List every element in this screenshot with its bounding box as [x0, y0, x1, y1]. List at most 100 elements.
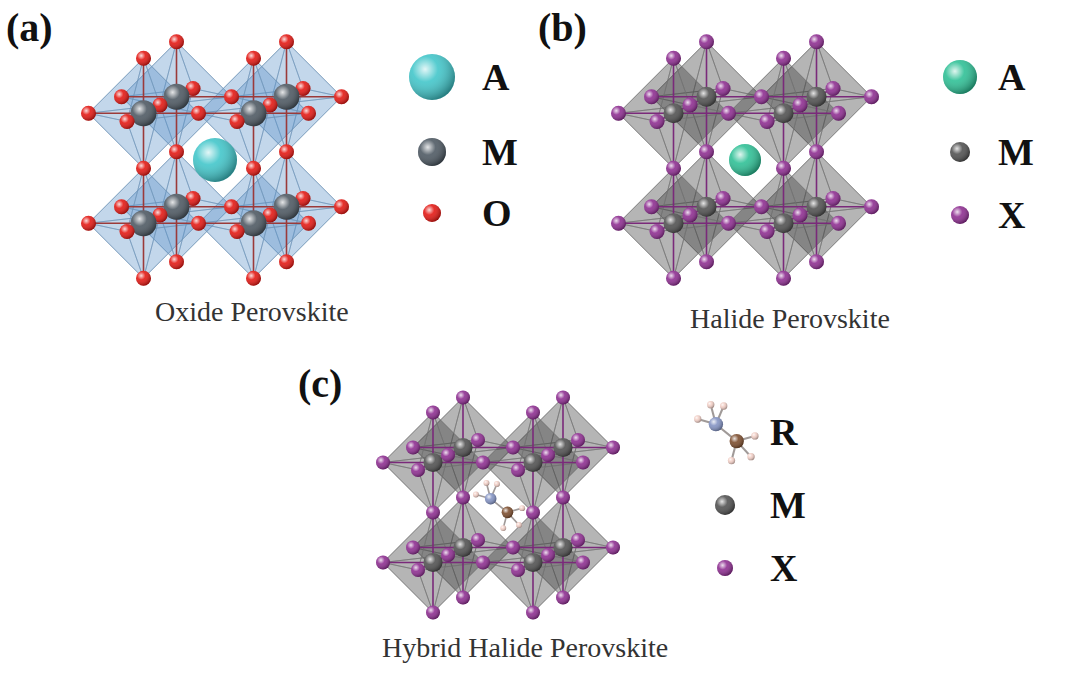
legend-label: M: [770, 486, 806, 524]
legend-swatch: [418, 138, 446, 166]
anion-atom-shine: [169, 254, 184, 269]
metal-atom-shine: [524, 553, 543, 572]
metal-atom-shine: [554, 538, 573, 557]
anion-atom-shine: [644, 89, 659, 104]
legend-swatch: [951, 206, 969, 224]
hydrogen-atom-body: [694, 415, 701, 422]
anion-atom-body: [576, 556, 590, 570]
anion-atom-shine: [426, 606, 440, 620]
anion-atom-body: [191, 106, 206, 121]
anion-atom: [456, 591, 470, 605]
metal-atom-body: [697, 87, 717, 107]
anion-atom-shine: [334, 89, 349, 104]
anion-atom-body: [760, 114, 775, 129]
anion-atom: [556, 391, 570, 405]
anion-atom-shine: [406, 441, 420, 455]
anion-atom-body: [279, 144, 294, 159]
metal-atom-body: [664, 213, 684, 233]
anion-atom-body: [699, 254, 714, 269]
anion-atom-shine: [611, 216, 626, 231]
panel-caption: Hybrid Halide Perovskite: [382, 634, 668, 662]
hydrogen-atom-shine: [728, 457, 735, 464]
anion-atom: [683, 208, 698, 223]
anion-atom: [699, 34, 714, 49]
metal-atom-body: [774, 213, 794, 233]
anion-atom-shine: [556, 491, 570, 505]
anion-atom-shine: [576, 556, 590, 570]
legend-sphere-body: [717, 560, 733, 576]
hydrogen-atom: [694, 415, 701, 422]
anion-atom-shine: [191, 216, 206, 231]
legend-sphere-shine: [950, 142, 970, 162]
anion-atom-body: [411, 563, 425, 577]
legend-sphere-shine: [409, 54, 455, 100]
anion-atom-shine: [809, 254, 824, 269]
anion-atom-body: [456, 391, 470, 405]
anion-atom-shine: [511, 463, 525, 477]
anion-atom-shine: [120, 224, 135, 239]
anion-atom-body: [169, 144, 184, 159]
hydrogen-atom-shine: [473, 492, 479, 498]
anion-atom-body: [826, 81, 841, 96]
anion-atom-body: [81, 216, 96, 231]
legend-sphere-body: [951, 206, 969, 224]
anion-atom-body: [471, 433, 485, 447]
anion-atom-body: [644, 89, 659, 104]
anion-atom: [541, 448, 555, 462]
anion-atom-shine: [81, 216, 96, 231]
anion-atom: [776, 271, 791, 286]
anion-atom-shine: [279, 34, 294, 49]
anion-atom-shine: [114, 89, 129, 104]
anion-atom-shine: [666, 271, 681, 286]
anion-atom-shine: [136, 161, 151, 176]
anion-atom: [650, 114, 665, 129]
anion-atom-shine: [809, 34, 824, 49]
metal-atom-body: [774, 103, 794, 123]
anion-atom: [809, 254, 824, 269]
anion-atom-body: [556, 391, 570, 405]
anion-atom-shine: [476, 556, 490, 570]
metal-atom-body: [554, 438, 573, 457]
anion-atom-body: [571, 533, 585, 547]
metal-atom: [454, 538, 473, 557]
metal-atom-shine: [664, 213, 684, 233]
anion-atom: [511, 463, 525, 477]
anion-atom-shine: [230, 224, 245, 239]
anion-atom: [456, 491, 470, 505]
hydrogen-atom-body: [747, 453, 754, 460]
metal-atom-shine: [697, 197, 717, 217]
hydrogen-atom-shine: [720, 402, 727, 409]
anion-atom-body: [776, 51, 791, 66]
anion-atom: [716, 191, 731, 206]
anion-atom-body: [809, 254, 824, 269]
anion-atom: [441, 448, 455, 462]
anion-atom-shine: [699, 144, 714, 159]
anion-atom: [699, 144, 714, 159]
anion-atom-shine: [576, 456, 590, 470]
anion-atom-body: [526, 606, 540, 620]
hydrogen-atom: [473, 492, 479, 498]
anion-atom: [831, 216, 846, 231]
anion-atom-body: [114, 199, 129, 214]
metal-atom-body: [554, 538, 573, 557]
hydrogen-atom-shine: [694, 415, 701, 422]
anion-atom: [376, 456, 390, 470]
hydrogen-atom-body: [751, 432, 758, 439]
legend-sphere: [423, 204, 441, 222]
anion-atom-shine: [760, 224, 775, 239]
metal-atom-shine: [524, 453, 543, 472]
anion-atom: [411, 463, 425, 477]
metal-atom: [774, 213, 794, 233]
anion-atom: [334, 89, 349, 104]
a-site-atom-body: [193, 138, 237, 182]
a-site-atom-shine: [729, 144, 761, 176]
metal-atom-shine: [774, 103, 794, 123]
hydrogen-atom-shine: [516, 522, 522, 528]
anion-atom-body: [246, 271, 261, 286]
anion-atom-body: [406, 541, 420, 555]
anion-atom-body: [683, 208, 698, 223]
anion-atom-body: [136, 271, 151, 286]
anion-atom-body: [120, 224, 135, 239]
metal-atom: [454, 438, 473, 457]
